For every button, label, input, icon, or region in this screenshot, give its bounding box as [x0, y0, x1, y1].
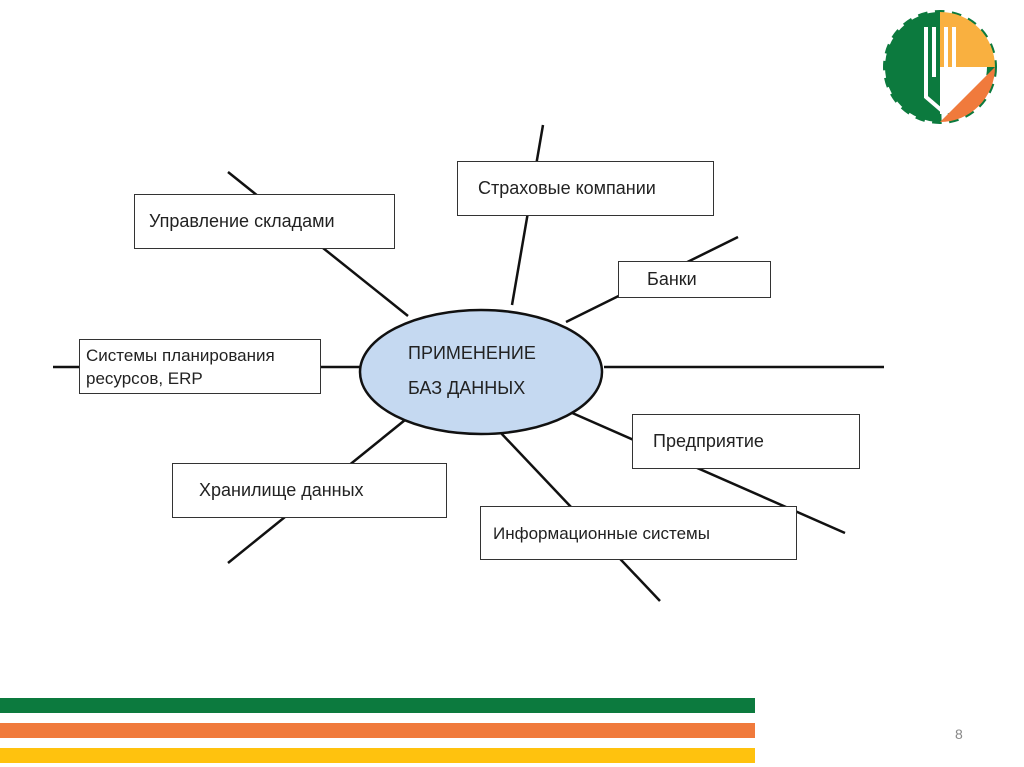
logo-gear-icon	[883, 10, 997, 124]
stripe-yellow	[0, 748, 755, 763]
node-enterprise: Предприятие	[632, 414, 860, 469]
center-line2: БАЗ ДАННЫХ	[408, 378, 526, 398]
center-line1: ПРИМЕНЕНИЕ	[408, 343, 536, 363]
node-infosys: Информационные системы	[480, 506, 797, 560]
stripe-green	[0, 698, 755, 713]
erp-line1: Системы планирования	[86, 345, 275, 365]
node-insurance: Страховые компании	[457, 161, 714, 216]
erp-line2: ресурсов, ERP	[86, 368, 203, 388]
center-label: ПРИМЕНЕНИЕ БАЗ ДАННЫХ	[408, 336, 536, 406]
connector-enterprise	[569, 410, 846, 535]
node-banks: Банки	[618, 261, 771, 298]
node-datastore: Хранилище данных	[172, 463, 447, 518]
node-erp: Системы планирования ресурсов, ERP	[79, 339, 321, 394]
page-number: 8	[955, 726, 963, 742]
stripe-orange	[0, 723, 755, 738]
node-warehouse: Управление складами	[134, 194, 395, 249]
center-ellipse	[358, 308, 604, 436]
